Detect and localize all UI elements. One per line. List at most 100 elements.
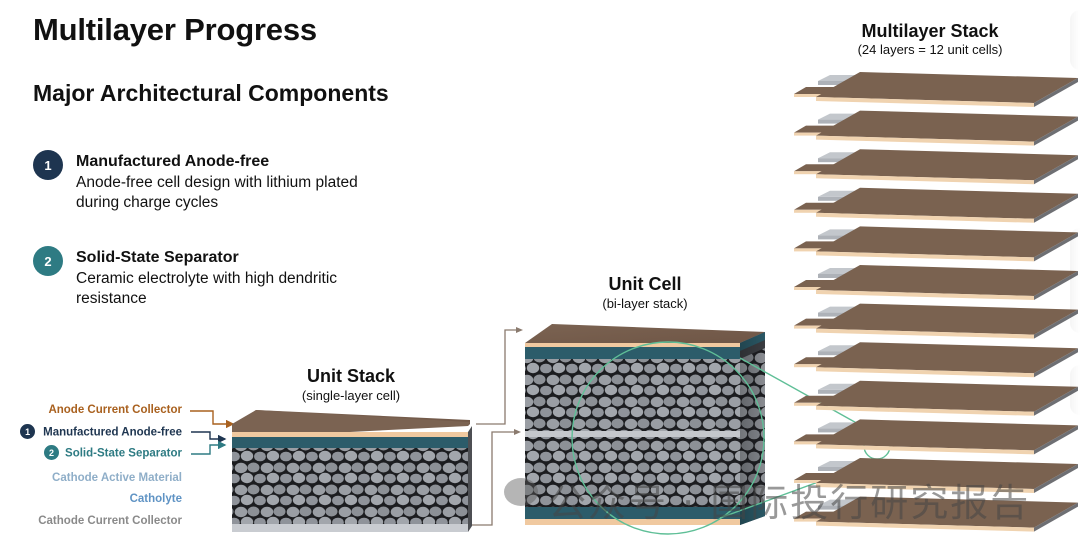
edge-overlay (1070, 228, 1080, 333)
section-subtitle: Major Architectural Components (33, 80, 389, 106)
sheet-tab (818, 274, 846, 278)
sheet-edge (816, 135, 1034, 146)
sheet-flap-edge (794, 441, 834, 445)
legend-label: Manufactured Anode-free (43, 426, 182, 439)
sheet-side (1034, 232, 1078, 262)
sheet-edge (816, 251, 1034, 262)
legend-label: Anode Current Collector (48, 404, 182, 416)
unit-stack-block (232, 410, 472, 532)
unit-stack-subtitle: (single-layer cell) (301, 388, 401, 403)
sheet-edge (816, 521, 1034, 532)
sheet-flap-edge (794, 287, 834, 290)
watermark-text: 公众号 · 国际投行研究报告 (548, 481, 1031, 525)
connector-line (476, 329, 520, 425)
sheet-top (816, 342, 1078, 374)
multilayer-sheet (794, 226, 1078, 262)
legend-label: Catholyte (129, 493, 182, 505)
anode-collector-top (525, 324, 765, 343)
sheet-tab (818, 505, 846, 510)
sheet-edge (816, 328, 1034, 339)
sheet-flap-edge (794, 248, 834, 252)
arrow-separator (191, 440, 227, 455)
sheet-flap-edge (794, 171, 834, 175)
sheet-side (1034, 116, 1078, 146)
legend-cathode-current-collector: Cathode Current Collector (38, 515, 182, 527)
sheet-flap-edge (794, 94, 834, 97)
component-item-anode-free: 1 Manufactured Anode-free Anode-free cel… (33, 150, 358, 220)
separator-layer (525, 507, 740, 519)
sheet-tab (818, 158, 846, 163)
sheet-top (816, 265, 1078, 296)
sheet-tab (818, 467, 846, 471)
separator-layer (232, 437, 468, 448)
unit-cell-subtitle: (bi-layer stack) (602, 296, 688, 311)
legend-manufactured-anode-free: 1 Manufactured Anode-free (20, 424, 182, 440)
sheet-top (816, 226, 1078, 258)
sheet-tab (818, 389, 846, 394)
sheet-side (1034, 348, 1078, 378)
cathode-layer (525, 437, 740, 507)
sheet-top (816, 149, 1078, 181)
edge-overlay (1070, 365, 1080, 415)
multilayer-stack-subtitle: (24 layers = 12 unit cells) (857, 42, 1003, 57)
anode-collector-edge (232, 432, 468, 437)
multilayer-sheet (794, 419, 1078, 455)
arrow-anode-free (191, 431, 227, 444)
sheet-side (1034, 78, 1078, 107)
legend-arrows (190, 410, 235, 455)
sheet-flap-edge (794, 132, 834, 136)
multilayer-sheet (794, 342, 1078, 378)
sheet-tab (818, 81, 846, 85)
unit-stack-title: Unit Stack (306, 366, 396, 386)
sheet-flap-edge (794, 518, 834, 522)
multilayer-sheet (794, 265, 1078, 300)
sheet-tab (818, 196, 846, 201)
sheet-side (1034, 425, 1078, 455)
component-description: Ceramic electrolyte with high dendritic … (76, 270, 338, 307)
legend-label: Cathode Current Collector (38, 515, 182, 527)
sheet-flap-edge (794, 325, 834, 329)
sheet-edge (816, 212, 1034, 223)
sheet-edge (816, 405, 1034, 416)
multilayer-sheet (794, 496, 1078, 532)
sheet-side (1034, 502, 1078, 532)
cathode-layer (525, 359, 740, 431)
sheet-top (816, 496, 1078, 528)
sheet-edge (816, 483, 1034, 493)
multilayer-sheet (794, 380, 1078, 416)
multilayer-stack-title: Multilayer Stack (861, 21, 999, 41)
legend-label: Cathode Active Material (52, 472, 182, 484)
component-item-separator: 2 Solid-State Separator Ceramic electrol… (33, 246, 353, 316)
unit-cell-block (525, 324, 765, 525)
sheet-flap-edge (794, 480, 834, 483)
edge-overlay (1070, 10, 1080, 70)
sheet-top (816, 303, 1078, 335)
component-title: Solid-State Separator (76, 249, 239, 266)
number-badge-1: 1 (20, 424, 36, 439)
multilayer-sheet (794, 458, 1078, 493)
sheet-edge (816, 174, 1034, 185)
unit-stack-side (468, 426, 472, 532)
unit-cell-title: Unit Cell (608, 274, 682, 294)
wechat-icon (504, 478, 538, 506)
component-description: Anode-free cell design with lithium plat… (76, 174, 358, 211)
sheet-edge (816, 444, 1034, 455)
sheet-flap-edge (794, 209, 834, 213)
sheet-tab (818, 351, 846, 356)
separator-layer (525, 347, 740, 359)
sheet-top (816, 72, 1078, 103)
page-title: Multilayer Progress (33, 12, 317, 47)
sheet-top (816, 419, 1078, 451)
sheet-side (1034, 271, 1078, 300)
sheet-top (816, 187, 1078, 219)
number-badge-2: 2 (44, 445, 60, 460)
sheet-side (1034, 155, 1078, 185)
sheet-edge (816, 97, 1034, 107)
multilayer-sheet (794, 110, 1078, 146)
sheet-tab (818, 235, 846, 240)
sheet-edge (816, 367, 1034, 378)
sheet-tab (818, 119, 846, 124)
multilayer-sheet (794, 187, 1078, 223)
